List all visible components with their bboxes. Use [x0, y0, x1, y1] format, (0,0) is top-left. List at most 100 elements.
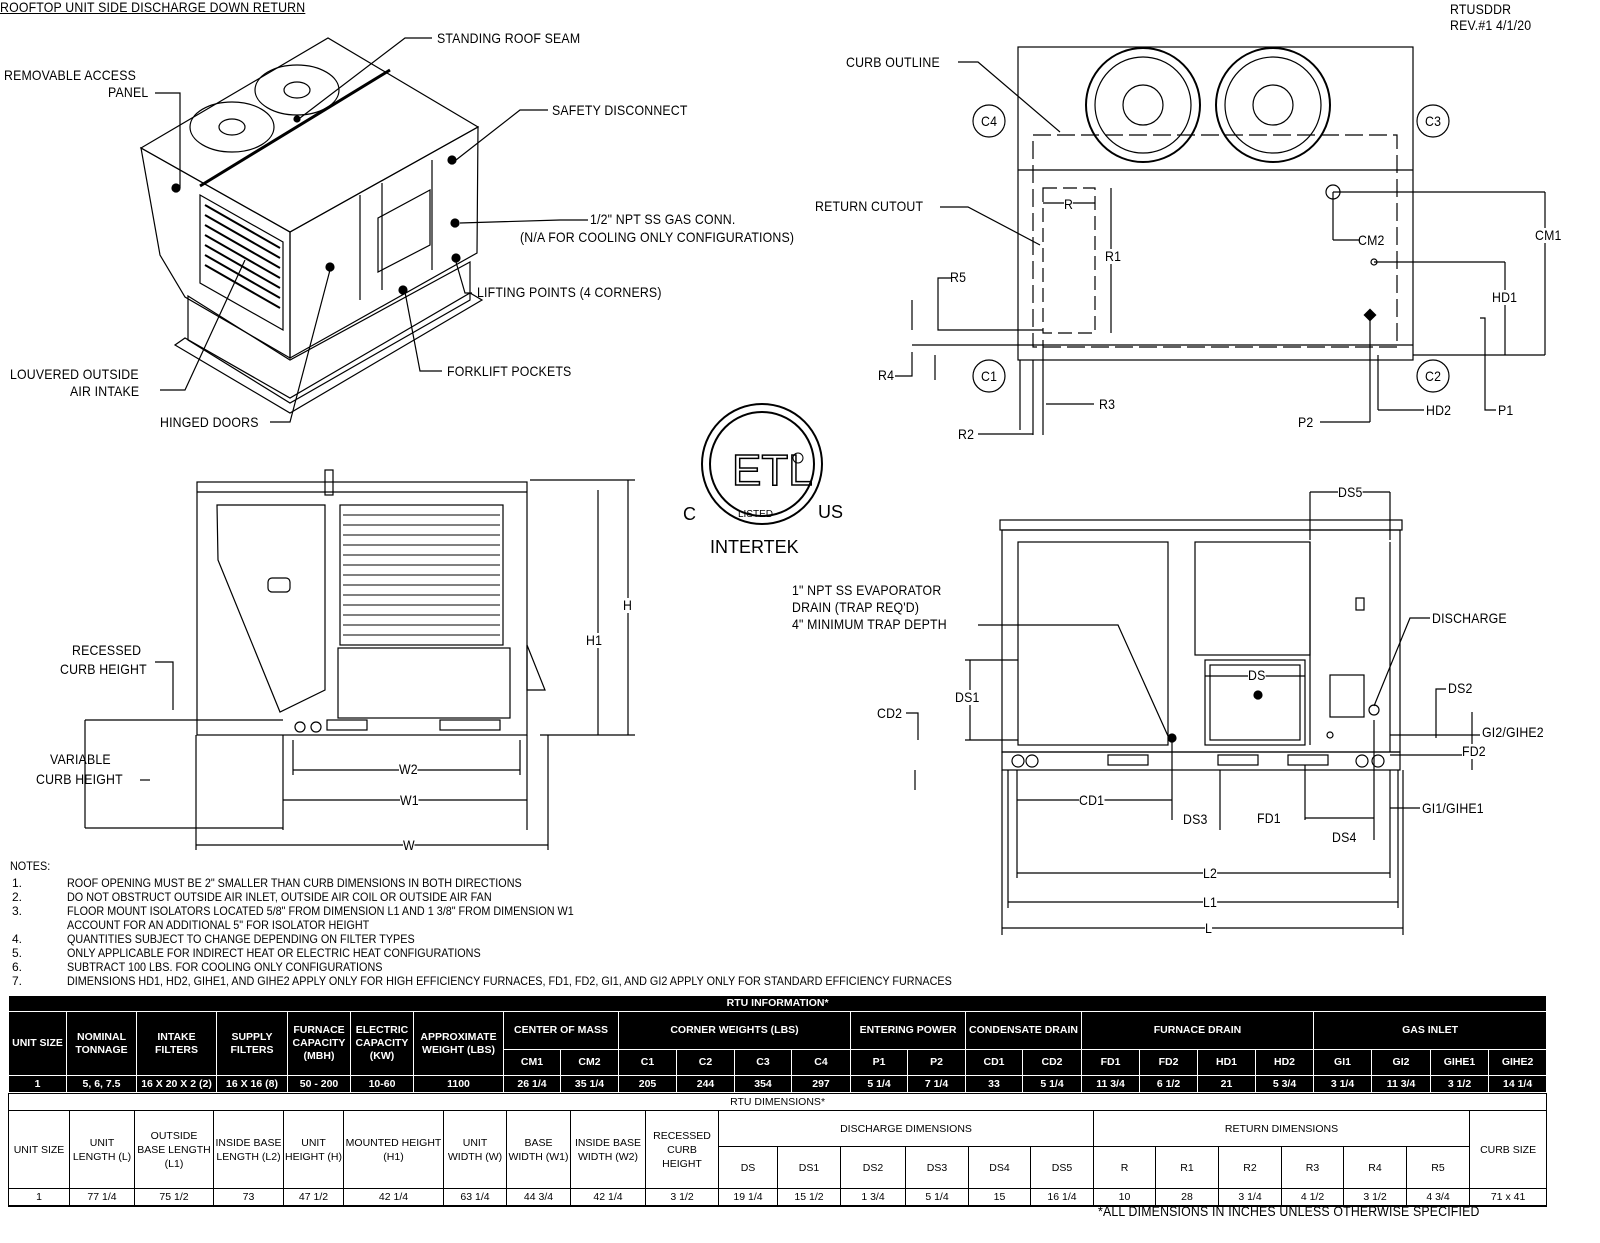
revision: REV.#1 4/1/20	[1450, 17, 1532, 33]
column-header: GI1	[1313, 1049, 1372, 1076]
dim-gi1-gihe1: GI1/GIHE1	[1422, 800, 1484, 816]
drawing-code: RTUSDDR	[1450, 1, 1512, 17]
table-cell: 11 3/4	[1081, 1075, 1140, 1093]
column-header: UNIT WIDTH (W)	[443, 1110, 507, 1189]
table-cell: 1	[8, 1188, 70, 1207]
note-text: ONLY APPLICABLE FOR INDIRECT HEAT OR ELE…	[67, 946, 481, 960]
column-header: CM1	[503, 1049, 561, 1076]
callout-gas-conn-note: (N/A FOR COOLING ONLY CONFIGURATIONS)	[520, 229, 795, 245]
cert-c: C	[683, 504, 696, 524]
note-text: ROOF OPENING MUST BE 2" SMALLER THAN CUR…	[67, 876, 522, 890]
notes-heading: NOTES:	[10, 859, 51, 873]
table-title: RTU INFORMATION*	[7, 995, 1548, 1012]
dim-r4: R4	[878, 367, 895, 383]
table-cell: 10	[1093, 1188, 1156, 1207]
column-header: C3	[734, 1049, 792, 1076]
table-cell: 16 X 20 X 2 (2)	[136, 1075, 217, 1093]
drawing-title: ROOFTOP UNIT SIDE DISCHARGE DOWN RETURN	[0, 0, 306, 15]
cert-intertek: INTERTEK	[710, 537, 799, 557]
table-cell: 35 1/4	[560, 1075, 619, 1093]
dim-l: L	[1205, 920, 1213, 936]
group-header: CONDENSATE DRAIN	[965, 1011, 1082, 1050]
table-cell: 26 1/4	[503, 1075, 561, 1093]
column-header: UNIT LENGTH (L)	[69, 1110, 135, 1189]
table-cell: 50 - 200	[287, 1075, 351, 1093]
label-recessed: RECESSED	[72, 642, 142, 658]
column-header: R4	[1343, 1146, 1407, 1189]
table-cell: 5 1/4	[1022, 1075, 1082, 1093]
group-header: DISCHARGE DIMENSIONS	[718, 1110, 1094, 1147]
table-cell: 73	[213, 1188, 284, 1207]
dim-p1: P1	[1498, 402, 1514, 418]
column-header: INTAKE FILTERS	[136, 1011, 217, 1076]
callout-air-intake: AIR INTAKE	[70, 383, 140, 399]
table-cell: 15	[968, 1188, 1031, 1207]
table-cell: 297	[791, 1075, 851, 1093]
table-cell: 4 1/2	[1281, 1188, 1344, 1207]
svg-text:LISTED: LISTED	[738, 509, 773, 520]
column-header: UNIT HEIGHT (H)	[283, 1110, 344, 1189]
column-header: MOUNTED HEIGHT (H1)	[343, 1110, 444, 1189]
column-header: ELECTRIC CAPACITY (KW)	[350, 1011, 414, 1076]
corner-c4-marker	[972, 104, 1006, 138]
table-cell: 3 1/2	[645, 1188, 719, 1207]
table-cell: 77 1/4	[69, 1188, 135, 1207]
note-text: QUANTITIES SUBJECT TO CHANGE DEPENDING O…	[67, 932, 415, 946]
callout-forklift-pockets: FORKLIFT POCKETS	[447, 363, 572, 379]
isometric-unit-view	[139, 37, 588, 423]
dim-r2: R2	[958, 426, 975, 442]
dim-r1: R1	[1105, 248, 1122, 264]
note-number: 1.	[12, 876, 23, 890]
callout-gas-conn: 1/2" NPT SS GAS CONN.	[590, 211, 736, 227]
table-cell: 244	[676, 1075, 735, 1093]
table-cell: 16 X 16 (8)	[216, 1075, 288, 1093]
group-header: ENTERING POWER	[850, 1011, 966, 1050]
column-header: APPROXIMATE WEIGHT (LBS)	[413, 1011, 504, 1076]
label-recessed-curb-height: CURB HEIGHT	[60, 661, 147, 677]
table-cell: 42 1/4	[570, 1188, 646, 1207]
note-number: 4.	[12, 932, 23, 946]
label-curb-outline: CURB OUTLINE	[846, 54, 940, 70]
dim-fd2: FD2	[1462, 743, 1486, 759]
dim-l2: L2	[1203, 865, 1218, 881]
group-header: FURNACE DRAIN	[1081, 1011, 1314, 1050]
dim-fd1: FD1	[1257, 810, 1281, 826]
etl-listed-logo: ETL LISTED	[701, 403, 823, 525]
table-cell: 15 1/2	[777, 1188, 841, 1207]
callout-lifting-points: LIFTING POINTS (4 CORNERS)	[477, 284, 662, 300]
table-cell: 14 1/4	[1487, 1075, 1548, 1093]
group-header: CORNER WEIGHTS (LBS)	[618, 1011, 851, 1050]
dim-ds4: DS4	[1332, 829, 1357, 845]
dim-cm2: CM2	[1358, 232, 1385, 248]
dim-r5: R5	[950, 269, 967, 285]
group-header: GAS INLET	[1312, 1011, 1548, 1050]
column-header: FD1	[1081, 1049, 1140, 1076]
column-header: P2	[907, 1049, 966, 1076]
table-cell: 3 1/4	[1313, 1075, 1372, 1093]
column-header: R2	[1218, 1146, 1282, 1189]
note-text: DO NOT OBSTRUCT OUTSIDE AIR INLET, OUTSI…	[67, 890, 492, 904]
column-header: R3	[1281, 1146, 1344, 1189]
corner-c2-marker	[1416, 359, 1450, 393]
note-number: 7.	[12, 974, 23, 988]
table-cell: 4 3/4	[1406, 1188, 1470, 1207]
dim-hd1: HD1	[1492, 289, 1518, 305]
corner-c3-marker	[1416, 104, 1450, 138]
note-text-continued: ACCOUNT FOR AN ADDITIONAL 5" FOR ISOLATO…	[67, 918, 370, 932]
table-title: RTU DIMENSIONS*	[7, 1093, 1548, 1111]
column-header: DS4	[968, 1146, 1031, 1189]
column-header: P1	[850, 1049, 908, 1076]
column-header: RECESSED CURB HEIGHT	[645, 1110, 719, 1189]
column-header: C1	[618, 1049, 677, 1076]
dim-r: R	[1064, 196, 1074, 212]
group-header: RETURN DIMENSIONS	[1093, 1110, 1470, 1147]
table-cell: 33	[965, 1075, 1023, 1093]
dim-p2: P2	[1298, 414, 1314, 430]
column-header: C2	[676, 1049, 735, 1076]
